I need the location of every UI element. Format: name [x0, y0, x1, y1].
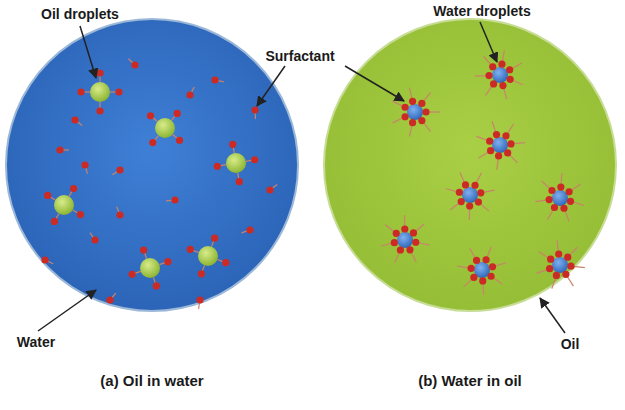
- leader-arrow: [480, 22, 497, 62]
- oil-droplets-group: [41, 59, 277, 309]
- label-surfactant: Surfactant: [265, 48, 334, 64]
- label-water: Water: [17, 334, 55, 350]
- leader-arrow: [345, 66, 404, 101]
- leader-arrow: [257, 66, 285, 106]
- label-oil-droplets: Oil droplets: [41, 6, 119, 22]
- caption-b: (b) Water in oil: [418, 372, 522, 389]
- label-water-droplets: Water droplets: [433, 3, 531, 19]
- oil-phase: [324, 19, 616, 311]
- label-oil: Oil: [561, 336, 580, 352]
- water-droplets-group: [381, 50, 585, 295]
- leader-arrow: [38, 290, 96, 331]
- caption-a: (a) Oil in water: [100, 372, 203, 389]
- leader-arrow: [80, 26, 96, 78]
- water-phase: [6, 19, 298, 311]
- leader-lines: [38, 22, 565, 333]
- leader-arrow: [540, 298, 565, 333]
